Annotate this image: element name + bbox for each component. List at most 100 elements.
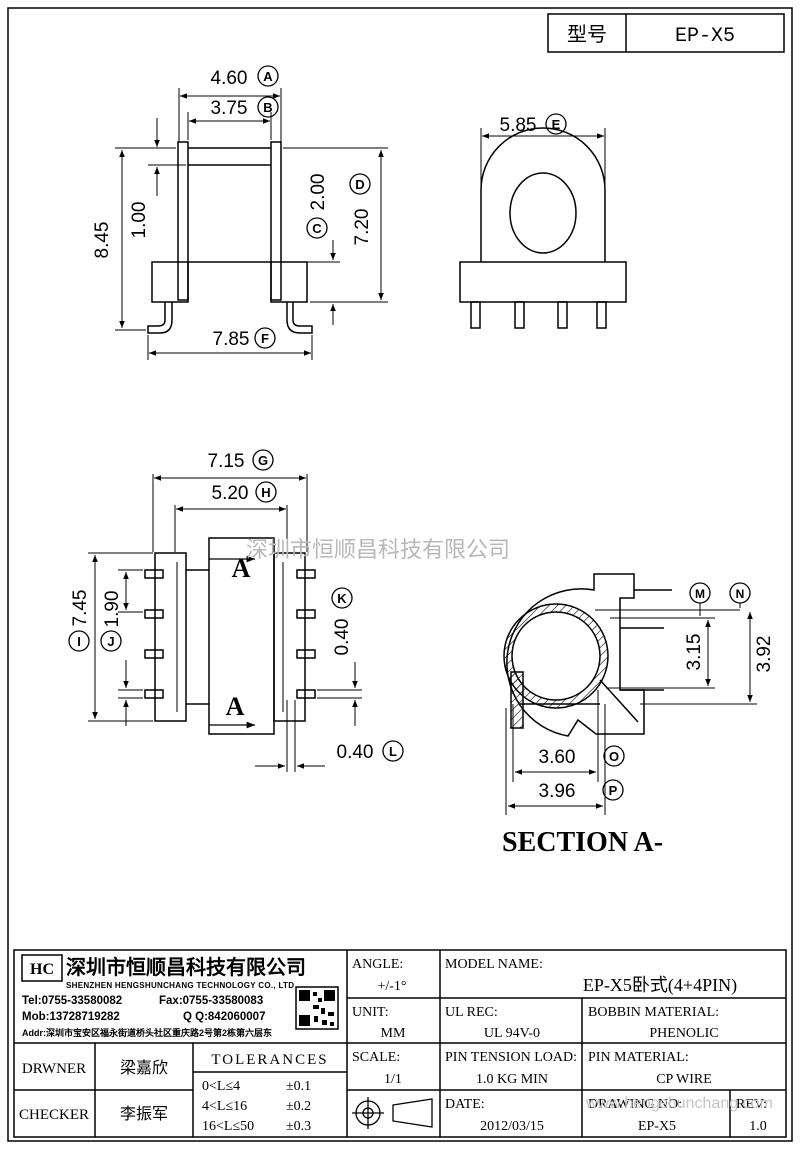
section-view-labels: M N 3.15 3.92 3.60 O 3.96 P SECTION A- bbox=[502, 582, 775, 858]
dim-p-badge bbox=[602, 779, 624, 801]
dim-front-inner: 1.00 bbox=[129, 202, 150, 239]
title-block bbox=[13, 949, 787, 1138]
dim-c-value: 2.00 bbox=[308, 174, 329, 211]
watermark-cn: 深圳市恒顺昌科技有限公司 bbox=[246, 537, 510, 562]
dim-g-letter: G bbox=[258, 453, 268, 468]
tolerances-label: TOLERANCES bbox=[211, 1052, 328, 1068]
dim-g-value: 7.15 bbox=[208, 451, 245, 472]
dim-n-letter: N bbox=[736, 587, 745, 601]
dim-k-badge bbox=[331, 587, 353, 609]
scale-value: 1/1 bbox=[384, 1072, 402, 1087]
date-label: DATE: bbox=[445, 1097, 485, 1112]
tolerance-range-2: 4<L≤16 bbox=[202, 1099, 247, 1114]
front-view bbox=[115, 88, 388, 360]
dim-b-badge bbox=[257, 96, 279, 118]
dim-o-letter: O bbox=[609, 749, 619, 764]
dim-l-badge bbox=[382, 740, 404, 762]
dim-a-letter: A bbox=[263, 69, 273, 84]
dim-j-badge bbox=[100, 630, 122, 652]
dim-f-value: 7.85 bbox=[213, 329, 250, 350]
sheet-border bbox=[7, 7, 793, 1142]
section-title: SECTION A- bbox=[502, 827, 663, 858]
top-view bbox=[88, 474, 362, 772]
tolerance-range-3: 16<L≤50 bbox=[202, 1119, 254, 1134]
checker-name: 李振军 bbox=[120, 1105, 168, 1123]
company-qq: Q Q:842060007 bbox=[183, 1011, 265, 1023]
dim-m-badge bbox=[689, 582, 711, 604]
dim-i-letter: I bbox=[77, 634, 81, 649]
drawer-name: 梁嘉欣 bbox=[120, 1059, 168, 1077]
dim-j-letter: J bbox=[107, 634, 114, 649]
header-model-box: 型号 EP-X5 bbox=[547, 13, 785, 53]
pin-tension-value: 1.0 KG MIN bbox=[476, 1072, 548, 1087]
dim-b-value: 3.75 bbox=[211, 98, 248, 119]
projection-symbol-icon bbox=[352, 1097, 433, 1129]
dim-n-badge bbox=[729, 582, 751, 604]
dim-i-value: 7.45 bbox=[70, 590, 91, 627]
angle-value: +/-1° bbox=[377, 979, 406, 994]
dim-a-badge bbox=[257, 65, 279, 87]
bobbin-material-value: PHENOLIC bbox=[649, 1026, 718, 1041]
unit-value: MM bbox=[381, 1026, 406, 1041]
company-name-en: SHENZHEN HENGSHUNCHANG TECHNOLOGY CO., L… bbox=[66, 981, 294, 990]
svg-text:HC: HC bbox=[30, 961, 54, 978]
dim-b-letter: B bbox=[263, 100, 272, 115]
dim-o-value: 3.60 bbox=[539, 747, 576, 768]
dim-c-letter: C bbox=[312, 221, 322, 236]
scale-label: SCALE: bbox=[352, 1050, 400, 1065]
qr-code bbox=[295, 986, 339, 1030]
pin-material-label: PIN MATERIAL: bbox=[588, 1050, 689, 1065]
dim-j-value: 1.90 bbox=[102, 591, 123, 628]
dim-f-badge bbox=[254, 327, 276, 349]
dim-h-value: 5.20 bbox=[212, 483, 249, 504]
company-mob: Mob:13728719282 bbox=[22, 1011, 120, 1023]
tolerance-range-1: 0<L≤4 bbox=[202, 1079, 240, 1094]
dim-k-value: 0.40 bbox=[332, 619, 353, 656]
watermark-url: www.hengshunchang.com bbox=[585, 1095, 773, 1112]
header-model-label: 型号 bbox=[567, 23, 607, 46]
angle-label: ANGLE: bbox=[352, 957, 403, 972]
pin-tension-label: PIN TENSION LOAD: bbox=[445, 1050, 577, 1065]
dim-h-badge bbox=[255, 481, 277, 503]
dim-e-letter: E bbox=[552, 117, 561, 132]
dim-l-value: 0.40 bbox=[337, 742, 374, 763]
dim-a-value: 4.60 bbox=[211, 68, 248, 89]
company-name-cn: 深圳市恒顺昌科技有限公司 bbox=[66, 955, 306, 979]
dim-g-badge bbox=[252, 449, 274, 471]
header-model-value: EP-X5 bbox=[675, 25, 735, 48]
section-marker-top: A bbox=[232, 554, 251, 583]
dim-section-outer: 3.92 bbox=[754, 636, 775, 673]
rev-label: REV: bbox=[736, 1097, 767, 1112]
dim-h-letter: H bbox=[261, 485, 270, 500]
dim-k-letter: K bbox=[337, 591, 347, 606]
ul-rec-label: UL REC: bbox=[445, 1005, 498, 1020]
unit-label: UNIT: bbox=[352, 1005, 389, 1020]
tolerance-value-2: ±0.2 bbox=[286, 1099, 311, 1114]
company-addr: Addr:深圳市宝安区福永街道桥头社区重庆路2号第2栋第六层东 bbox=[22, 1027, 272, 1038]
dim-m-letter: M bbox=[695, 587, 705, 601]
dim-section-inner: 3.15 bbox=[684, 634, 705, 671]
tolerance-value-1: ±0.1 bbox=[286, 1079, 311, 1094]
dim-c-badge bbox=[306, 217, 328, 239]
section-marker-bottom: A bbox=[226, 692, 245, 721]
dim-d-letter: D bbox=[355, 177, 364, 192]
date-value: 2012/03/15 bbox=[480, 1119, 544, 1134]
drawing-no-label: DRAWING NO: bbox=[588, 1097, 682, 1112]
dim-d-badge bbox=[349, 173, 371, 195]
company-tel: Tel:0755-33580082 bbox=[22, 995, 122, 1007]
drawing-no-value: EP-X5 bbox=[638, 1119, 676, 1134]
dim-o-badge bbox=[603, 745, 625, 767]
front-view-labels: 4.60 A 3.75 B 8.45 1.00 2.00 C 7.20 D 7.… bbox=[92, 65, 373, 350]
pin-material-value: CP WIRE bbox=[656, 1072, 712, 1087]
side-view bbox=[459, 127, 627, 329]
dim-d-value: 7.20 bbox=[352, 209, 373, 246]
model-name-label: MODEL NAME: bbox=[445, 957, 543, 972]
rev-value: 1.0 bbox=[749, 1119, 767, 1134]
model-name-value: EP-X5卧式(4+4PIN) bbox=[583, 975, 737, 996]
tolerance-value-3: ±0.3 bbox=[286, 1119, 311, 1134]
dim-i-badge bbox=[68, 630, 90, 652]
dim-f-letter: F bbox=[261, 331, 269, 346]
dim-p-letter: P bbox=[609, 783, 618, 798]
company-logo: HC bbox=[21, 954, 63, 982]
